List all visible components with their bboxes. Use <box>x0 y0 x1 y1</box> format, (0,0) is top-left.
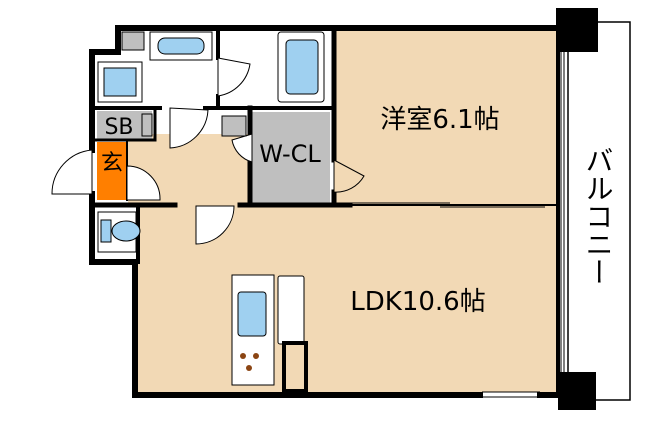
storage-block <box>121 31 145 51</box>
closet-door <box>231 133 253 163</box>
entrance-label: 玄 <box>101 151 123 176</box>
sb-shelf <box>141 113 153 137</box>
pillar-top-right <box>556 8 598 52</box>
balcony-label: バルコニー <box>582 146 615 286</box>
bedroom-door <box>333 159 365 193</box>
balcony: バルコニー <box>560 21 631 401</box>
wcl-label: W-CL <box>259 140 321 168</box>
kitchen-counter <box>231 274 275 386</box>
ldk-door <box>195 205 235 245</box>
washroom-door <box>217 57 251 97</box>
bathtub-icon <box>277 31 325 103</box>
bedroom-label: 洋室6.1帖 <box>380 105 499 135</box>
walls <box>89 25 563 398</box>
toilet-door <box>126 165 161 201</box>
hall-door <box>169 107 209 149</box>
pillar-bottom-right <box>558 372 596 410</box>
sliding-doors <box>350 202 545 398</box>
stove-burner-icon <box>240 353 259 371</box>
entrance-floor <box>97 142 127 200</box>
washing-machine-icon <box>97 61 143 103</box>
closet-shelf <box>221 115 247 137</box>
refrigerator-icon <box>277 275 308 393</box>
swing-doors <box>51 57 365 245</box>
ldk-label: LDK10.6帖 <box>350 287 485 317</box>
kitchen-sink-icon <box>237 291 267 337</box>
floor-areas <box>97 30 558 392</box>
sb-label: SB <box>104 115 133 140</box>
toilet-icon <box>97 211 141 253</box>
washbasin-icon <box>149 31 213 61</box>
bedroom-floor <box>336 30 558 204</box>
closet-floor <box>252 112 330 204</box>
entrance-door <box>51 149 93 195</box>
